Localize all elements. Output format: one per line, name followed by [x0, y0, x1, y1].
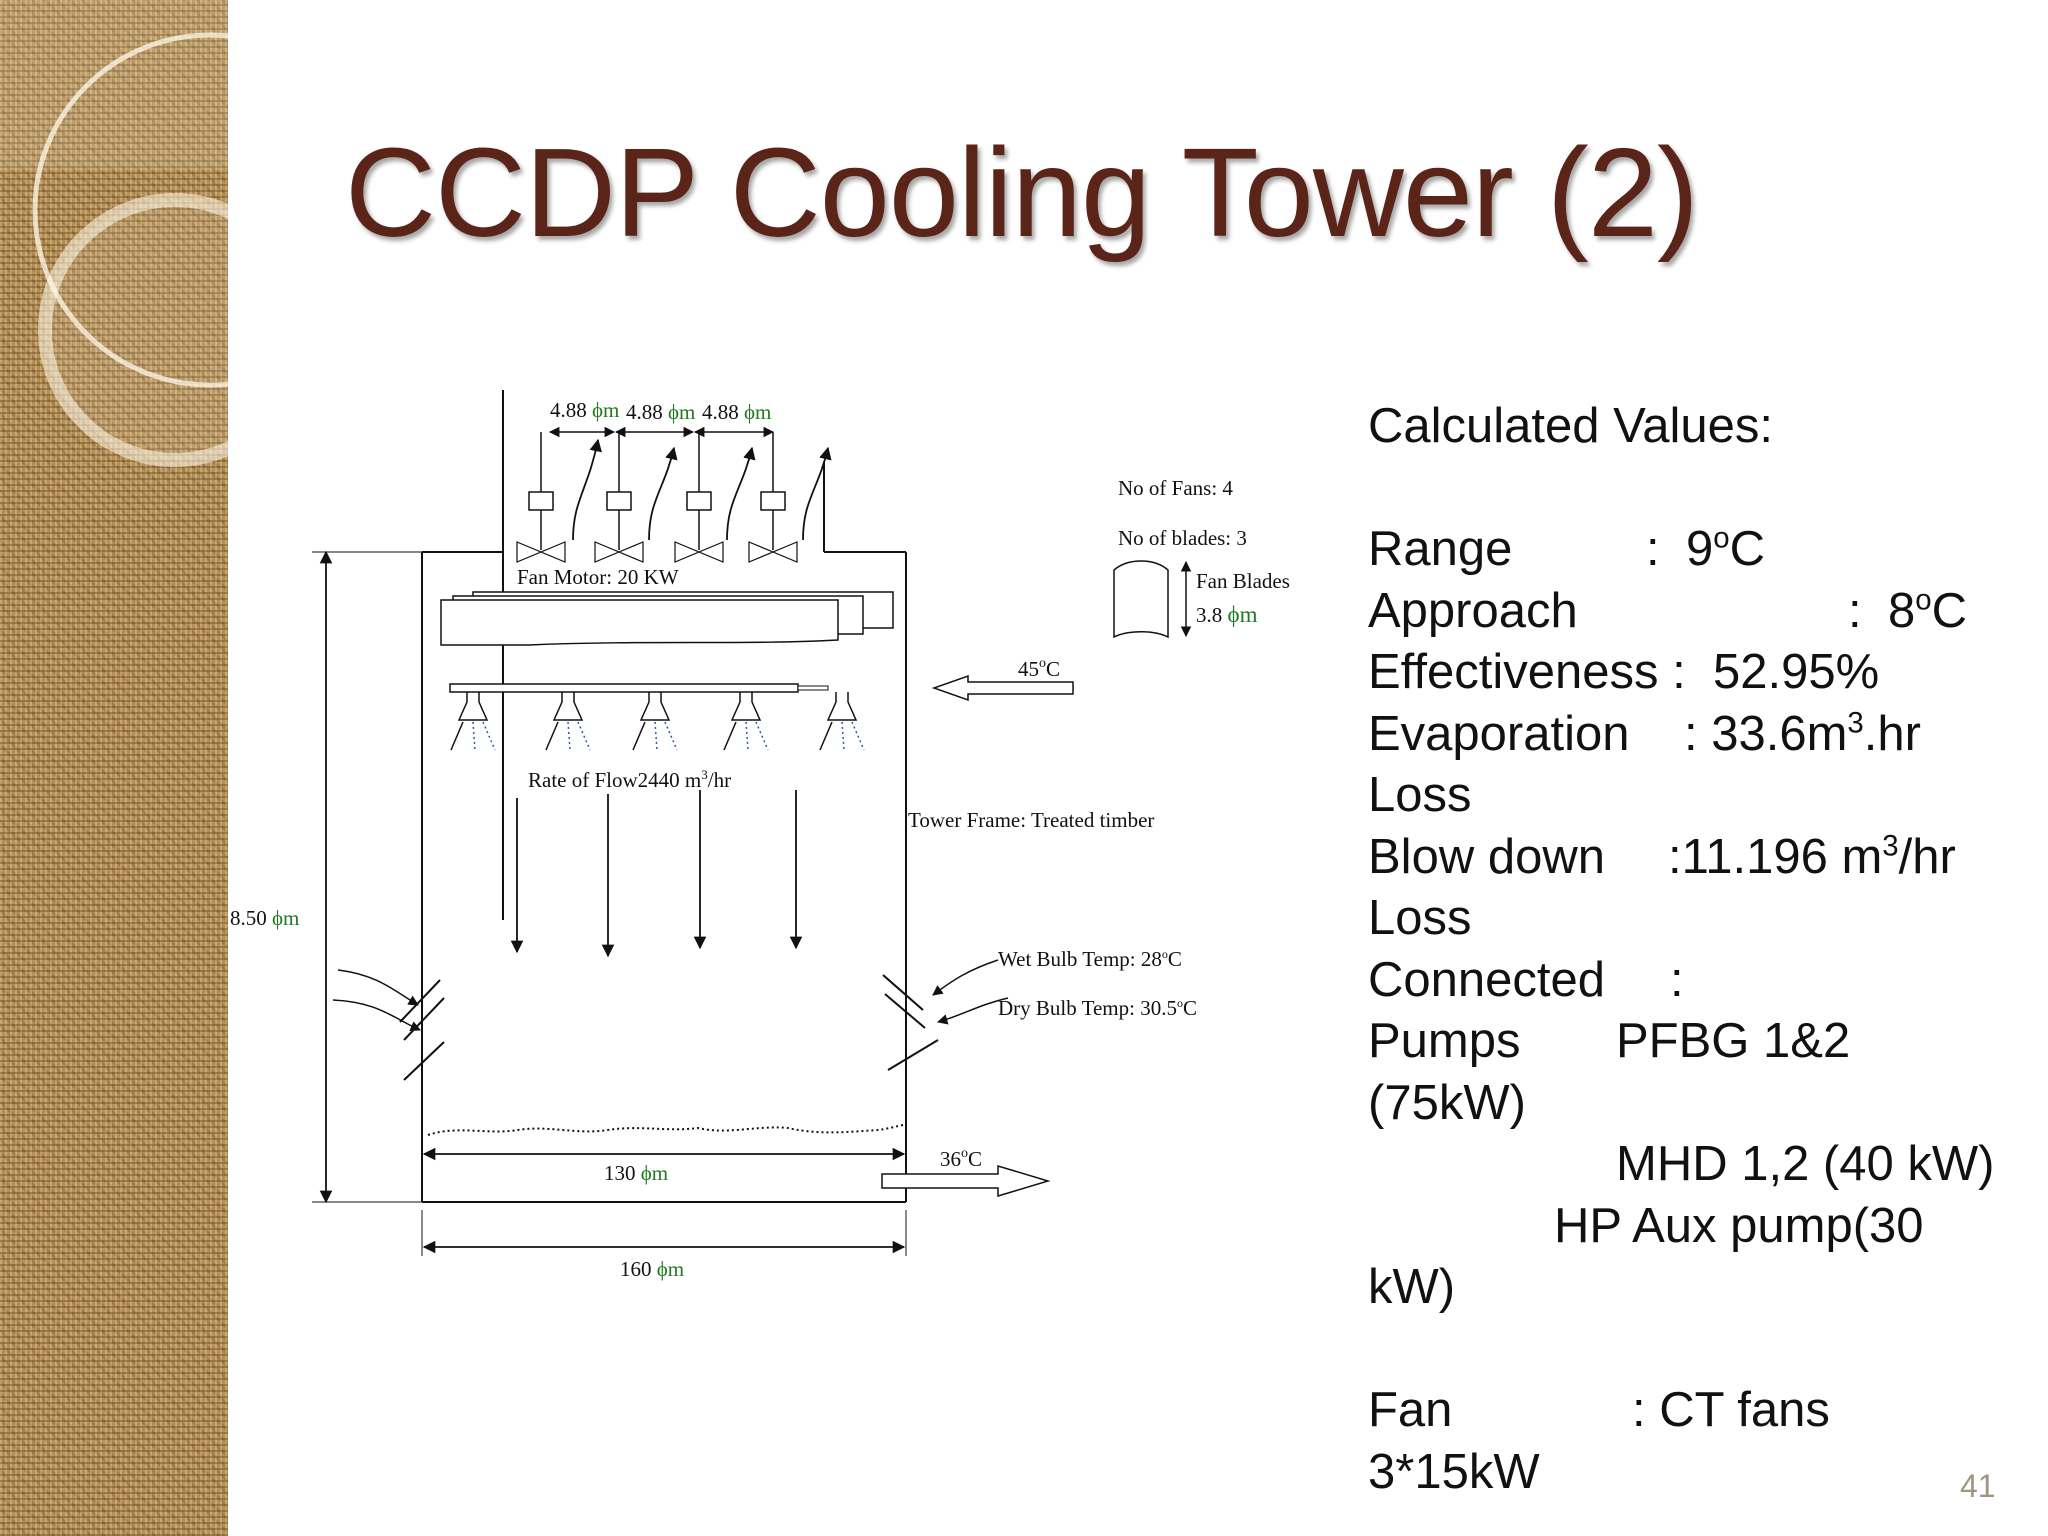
- exhaust-air-arrows: [572, 438, 832, 541]
- blowdown-value: :11.196 m3/hr: [1668, 829, 1956, 884]
- fan-spacing-2-unit: ϕm: [668, 400, 695, 424]
- tower-outline: [421, 462, 907, 1203]
- spray-nozzles: [450, 692, 865, 751]
- evaporation-row: Evaporation : 33.6m3.hr: [1368, 704, 2038, 766]
- fan-3: [674, 432, 724, 563]
- inlet-arrow: [931, 674, 1074, 702]
- range-label: Range: [1368, 522, 1513, 576]
- basin-water-surface: [427, 1124, 905, 1136]
- air-inlet-right: [882, 959, 1009, 1071]
- drift-eliminator: [440, 591, 894, 646]
- water-flow-arrows: [510, 790, 803, 958]
- approach-value: 8oC: [1888, 583, 1968, 638]
- blowdown-label-2: Loss: [1368, 891, 1472, 945]
- evaporation-label: Evaporation: [1368, 706, 1630, 761]
- fan-spacing-dimension: 4.88 ϕm 4.88 ϕm 4.88 ϕm: [548, 398, 775, 438]
- cooling-tower-diagram: 4.88 ϕm 4.88 ϕm 4.88 ϕm: [230, 390, 1290, 1281]
- fan-2: [594, 432, 644, 563]
- height-label: 8.50 ϕm: [230, 906, 299, 930]
- approach-row: Approach : 8oC: [1368, 581, 2038, 643]
- dry-bulb-label: Dry Bulb Temp: 30.5oC: [998, 996, 1197, 1020]
- evaporation-value: : 33.6m3.hr: [1684, 706, 1921, 761]
- fan-4: [748, 432, 798, 563]
- fan-spacing-1-unit: ϕm: [592, 398, 619, 422]
- ring-large: [32, 32, 228, 388]
- tower-width-label: 160 ϕm: [620, 1257, 684, 1281]
- fan-blades-label: Fan Blades: [1196, 569, 1290, 593]
- approach-label: Approach: [1368, 583, 1578, 638]
- fan-spacing-2-value: 4.88: [626, 400, 663, 424]
- connected-row: Connected :: [1368, 952, 1684, 1007]
- fan-spacing-3-unit: ϕm: [744, 400, 771, 424]
- blowdown-row: Blow down :11.196 m3/hr: [1368, 827, 2038, 889]
- effectiveness-row: Effectiveness : 52.95%: [1368, 645, 1880, 699]
- fan-1: [516, 432, 566, 563]
- fan-motor-label: Fan Motor: 20 KW: [517, 565, 679, 589]
- decorative-rings: [0, 0, 228, 467]
- outlet-arrow: [881, 1164, 1051, 1198]
- flow-rate-label: Rate of Flow2440 m3/hr: [528, 767, 731, 792]
- ring-medium: [38, 193, 228, 467]
- basin-width-label: 130 ϕm: [604, 1161, 668, 1185]
- svg-text:4.88 ϕm: 4.88 ϕm: [702, 400, 771, 424]
- fan-spacing-1-value: 4.88: [550, 398, 587, 422]
- pumps-row: Pumps PFBG 1&2: [1368, 1014, 1851, 1068]
- values-heading: Calculated Values:: [1368, 399, 1773, 453]
- range-row: Range : 9oC: [1368, 519, 2038, 581]
- page-number: 41: [1960, 1468, 1996, 1504]
- spray-header: [449, 683, 829, 693]
- no-of-fans-label: No of Fans: 4: [1118, 476, 1233, 500]
- calculated-values-panel: Calculated Values: Range : 9oC Approach …: [1368, 396, 2038, 1503]
- light-patch: [0, 0, 228, 170]
- fan-row: Fan : CT fans: [1368, 1383, 1830, 1437]
- no-of-blades-label: No of blades: 3: [1118, 526, 1247, 550]
- fan-blade-icon: [1113, 560, 1169, 639]
- range-value: 9oC: [1686, 521, 1766, 576]
- svg-text:4.88 ϕm: 4.88 ϕm: [626, 400, 695, 424]
- evaporation-label-2: Loss: [1368, 768, 1472, 822]
- blowdown-label: Blow down: [1368, 829, 1605, 884]
- svg-text:4.88 ϕm: 4.88 ϕm: [550, 398, 619, 422]
- wet-bulb-label: Wet Bulb Temp: 28oC: [998, 947, 1182, 971]
- fan-spacing-3-value: 4.88: [702, 400, 739, 424]
- fan-units: [516, 432, 798, 563]
- air-inlet-left: [332, 969, 445, 1081]
- inlet-temp-label: 45oC: [1018, 656, 1060, 681]
- outlet-temp-label: 36oC: [940, 1146, 982, 1171]
- burlap-sidebar: [0, 0, 228, 1536]
- fan-blades-size: 3.8 ϕm: [1196, 602, 1258, 627]
- tower-frame-label: Tower Frame: Treated timber: [908, 808, 1154, 832]
- slide-title: CCDP Cooling Tower (2): [345, 122, 1699, 263]
